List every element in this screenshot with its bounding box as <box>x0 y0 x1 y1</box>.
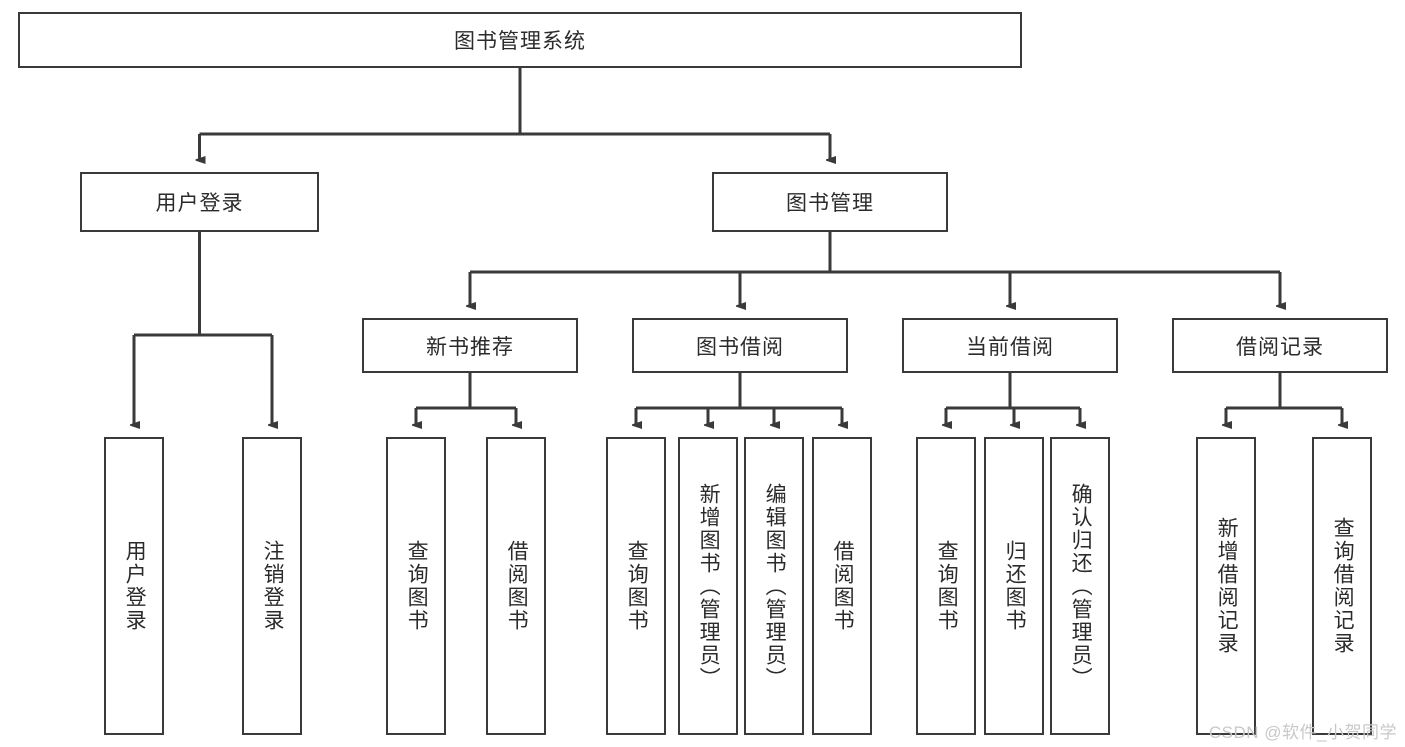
node-add-borrow-record-label: 新增借阅记录 <box>1215 517 1239 655</box>
node-borrow-book-rec[interactable]: 借阅图书 <box>486 437 546 735</box>
node-user-login-label: 用户登录 <box>155 192 244 215</box>
node-edit-book-admin[interactable]: 编辑图书（管理员） <box>744 437 804 735</box>
node-user-login[interactable]: 用户登录 <box>80 172 319 232</box>
node-book-manage[interactable]: 图书管理 <box>712 172 948 232</box>
node-root[interactable]: 图书管理系统 <box>18 12 1022 68</box>
node-borrow-book-action-label: 借阅图书 <box>831 540 855 632</box>
node-borrow-record[interactable]: 借阅记录 <box>1172 318 1388 373</box>
node-edit-book-admin-label: 编辑图书（管理员） <box>763 482 787 690</box>
node-borrow-book-rec-label: 借阅图书 <box>505 540 529 632</box>
node-root-label: 图书管理系统 <box>454 30 586 53</box>
node-book-borrow[interactable]: 图书借阅 <box>632 318 848 373</box>
node-new-book-recommend[interactable]: 新书推荐 <box>362 318 578 373</box>
node-return-book[interactable]: 归还图书 <box>984 437 1044 735</box>
node-new-book-recommend-label: 新书推荐 <box>426 335 514 359</box>
node-user-login-action-label: 用户登录 <box>123 540 147 632</box>
node-add-book-admin-label: 新增图书（管理员） <box>697 482 721 690</box>
node-book-manage-label: 图书管理 <box>786 192 874 215</box>
node-user-login-action[interactable]: 用户登录 <box>104 437 164 735</box>
node-logout-action-label: 注销登录 <box>261 540 285 632</box>
node-query-book-borrow[interactable]: 查询图书 <box>606 437 666 735</box>
node-current-borrow-label: 当前借阅 <box>966 335 1054 359</box>
node-query-borrow-record[interactable]: 查询借阅记录 <box>1312 437 1372 735</box>
node-confirm-return-admin[interactable]: 确认归还（管理员） <box>1050 437 1110 735</box>
node-query-book-current[interactable]: 查询图书 <box>916 437 976 735</box>
node-add-book-admin[interactable]: 新增图书（管理员） <box>678 437 738 735</box>
node-confirm-return-admin-label: 确认归还（管理员） <box>1069 482 1093 690</box>
node-query-borrow-record-label: 查询借阅记录 <box>1331 517 1355 655</box>
node-query-book-rec-label: 查询图书 <box>405 540 429 632</box>
node-return-book-label: 归还图书 <box>1003 540 1027 632</box>
node-book-borrow-label: 图书借阅 <box>696 335 784 359</box>
node-logout-action[interactable]: 注销登录 <box>242 437 302 735</box>
node-current-borrow[interactable]: 当前借阅 <box>902 318 1118 373</box>
node-borrow-record-label: 借阅记录 <box>1236 335 1324 359</box>
watermark-text: CSDN @软件_小贺同学 <box>1208 723 1397 742</box>
node-query-book-rec[interactable]: 查询图书 <box>386 437 446 735</box>
node-query-book-current-label: 查询图书 <box>935 540 959 632</box>
node-query-book-borrow-label: 查询图书 <box>625 540 649 632</box>
node-add-borrow-record[interactable]: 新增借阅记录 <box>1196 437 1256 735</box>
node-borrow-book-action[interactable]: 借阅图书 <box>812 437 872 735</box>
